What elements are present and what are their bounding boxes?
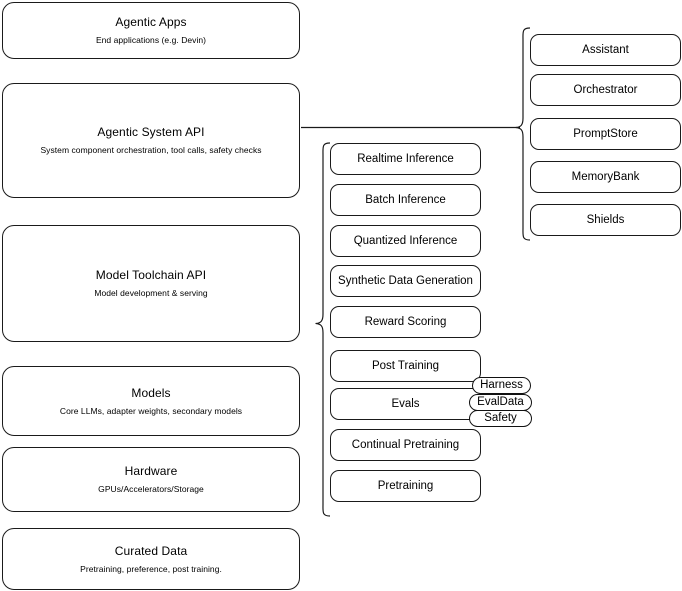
layer-box-agentic-system-api[interactable]: Agentic System API System component orch…: [2, 83, 300, 198]
capability-box-synthetic-data-generation[interactable]: Synthetic Data Generation: [330, 265, 481, 297]
layer-subtitle: Core LLMs, adapter weights, secondary mo…: [59, 405, 243, 416]
brace-right-column: [515, 27, 531, 241]
layer-title: Agentic System API: [97, 125, 205, 140]
evals-pill-safety[interactable]: Safety: [469, 410, 532, 427]
layer-subtitle: GPUs/Accelerators/Storage: [98, 484, 204, 495]
pill-label: Harness: [480, 378, 523, 391]
layer-subtitle: Model development & serving: [94, 288, 208, 299]
layer-title: Curated Data: [114, 543, 188, 558]
layer-title: Model Toolchain API: [95, 268, 207, 283]
layer-subtitle: End applications (e.g. Devin): [95, 35, 207, 46]
component-label: PromptStore: [573, 127, 638, 140]
layer-box-curated-data[interactable]: Curated Data Pretraining, preference, po…: [2, 528, 300, 590]
pill-label: Safety: [484, 411, 517, 424]
layer-title: Hardware: [124, 464, 178, 479]
layer-subtitle: System component orchestration, tool cal…: [40, 145, 262, 156]
capability-box-pretraining[interactable]: Pretraining: [330, 470, 481, 502]
layer-box-agentic-apps[interactable]: Agentic Apps End applications (e.g. Devi…: [2, 2, 300, 59]
layer-box-models[interactable]: Models Core LLMs, adapter weights, secon…: [2, 366, 300, 436]
capability-box-evals[interactable]: Evals: [330, 388, 481, 420]
evals-pill-harness[interactable]: Harness: [472, 377, 531, 394]
layer-title: Agentic Apps: [115, 15, 187, 30]
capability-label: Quantized Inference: [353, 234, 458, 247]
component-label: Shields: [586, 213, 625, 226]
capability-box-batch-inference[interactable]: Batch Inference: [330, 184, 481, 216]
capability-label: Synthetic Data Generation: [338, 274, 473, 287]
capability-label: Evals: [391, 397, 420, 410]
component-box-promptstore[interactable]: PromptStore: [530, 118, 681, 150]
component-label: Orchestrator: [573, 83, 638, 96]
component-box-orchestrator[interactable]: Orchestrator: [530, 74, 681, 106]
layer-subtitle: Pretraining, preference, post training.: [80, 563, 222, 574]
pill-label: EvalData: [477, 395, 524, 408]
brace-middle-column: [315, 142, 331, 517]
capability-label: Continual Pretraining: [351, 438, 460, 451]
capability-label: Reward Scoring: [364, 315, 447, 328]
capability-label: Post Training: [371, 359, 440, 372]
evals-pill-evaldata[interactable]: EvalData: [469, 394, 532, 411]
capability-box-quantized-inference[interactable]: Quantized Inference: [330, 225, 481, 257]
capability-box-continual-pretraining[interactable]: Continual Pretraining: [330, 429, 481, 461]
layer-box-model-toolchain-api[interactable]: Model Toolchain API Model development & …: [2, 225, 300, 342]
capability-label: Batch Inference: [365, 193, 446, 206]
component-box-shields[interactable]: Shields: [530, 204, 681, 236]
capability-box-reward-scoring[interactable]: Reward Scoring: [330, 306, 481, 338]
capability-label: Pretraining: [377, 479, 434, 492]
component-box-assistant[interactable]: Assistant: [530, 34, 681, 66]
component-label: Assistant: [582, 43, 629, 56]
component-label: MemoryBank: [571, 170, 640, 183]
capability-label: Realtime Inference: [357, 152, 454, 165]
component-box-memorybank[interactable]: MemoryBank: [530, 161, 681, 193]
capability-box-post-training[interactable]: Post Training: [330, 350, 481, 382]
layer-title: Models: [131, 385, 171, 400]
capability-box-realtime-inference[interactable]: Realtime Inference: [330, 143, 481, 175]
layer-box-hardware[interactable]: Hardware GPUs/Accelerators/Storage: [2, 447, 300, 512]
